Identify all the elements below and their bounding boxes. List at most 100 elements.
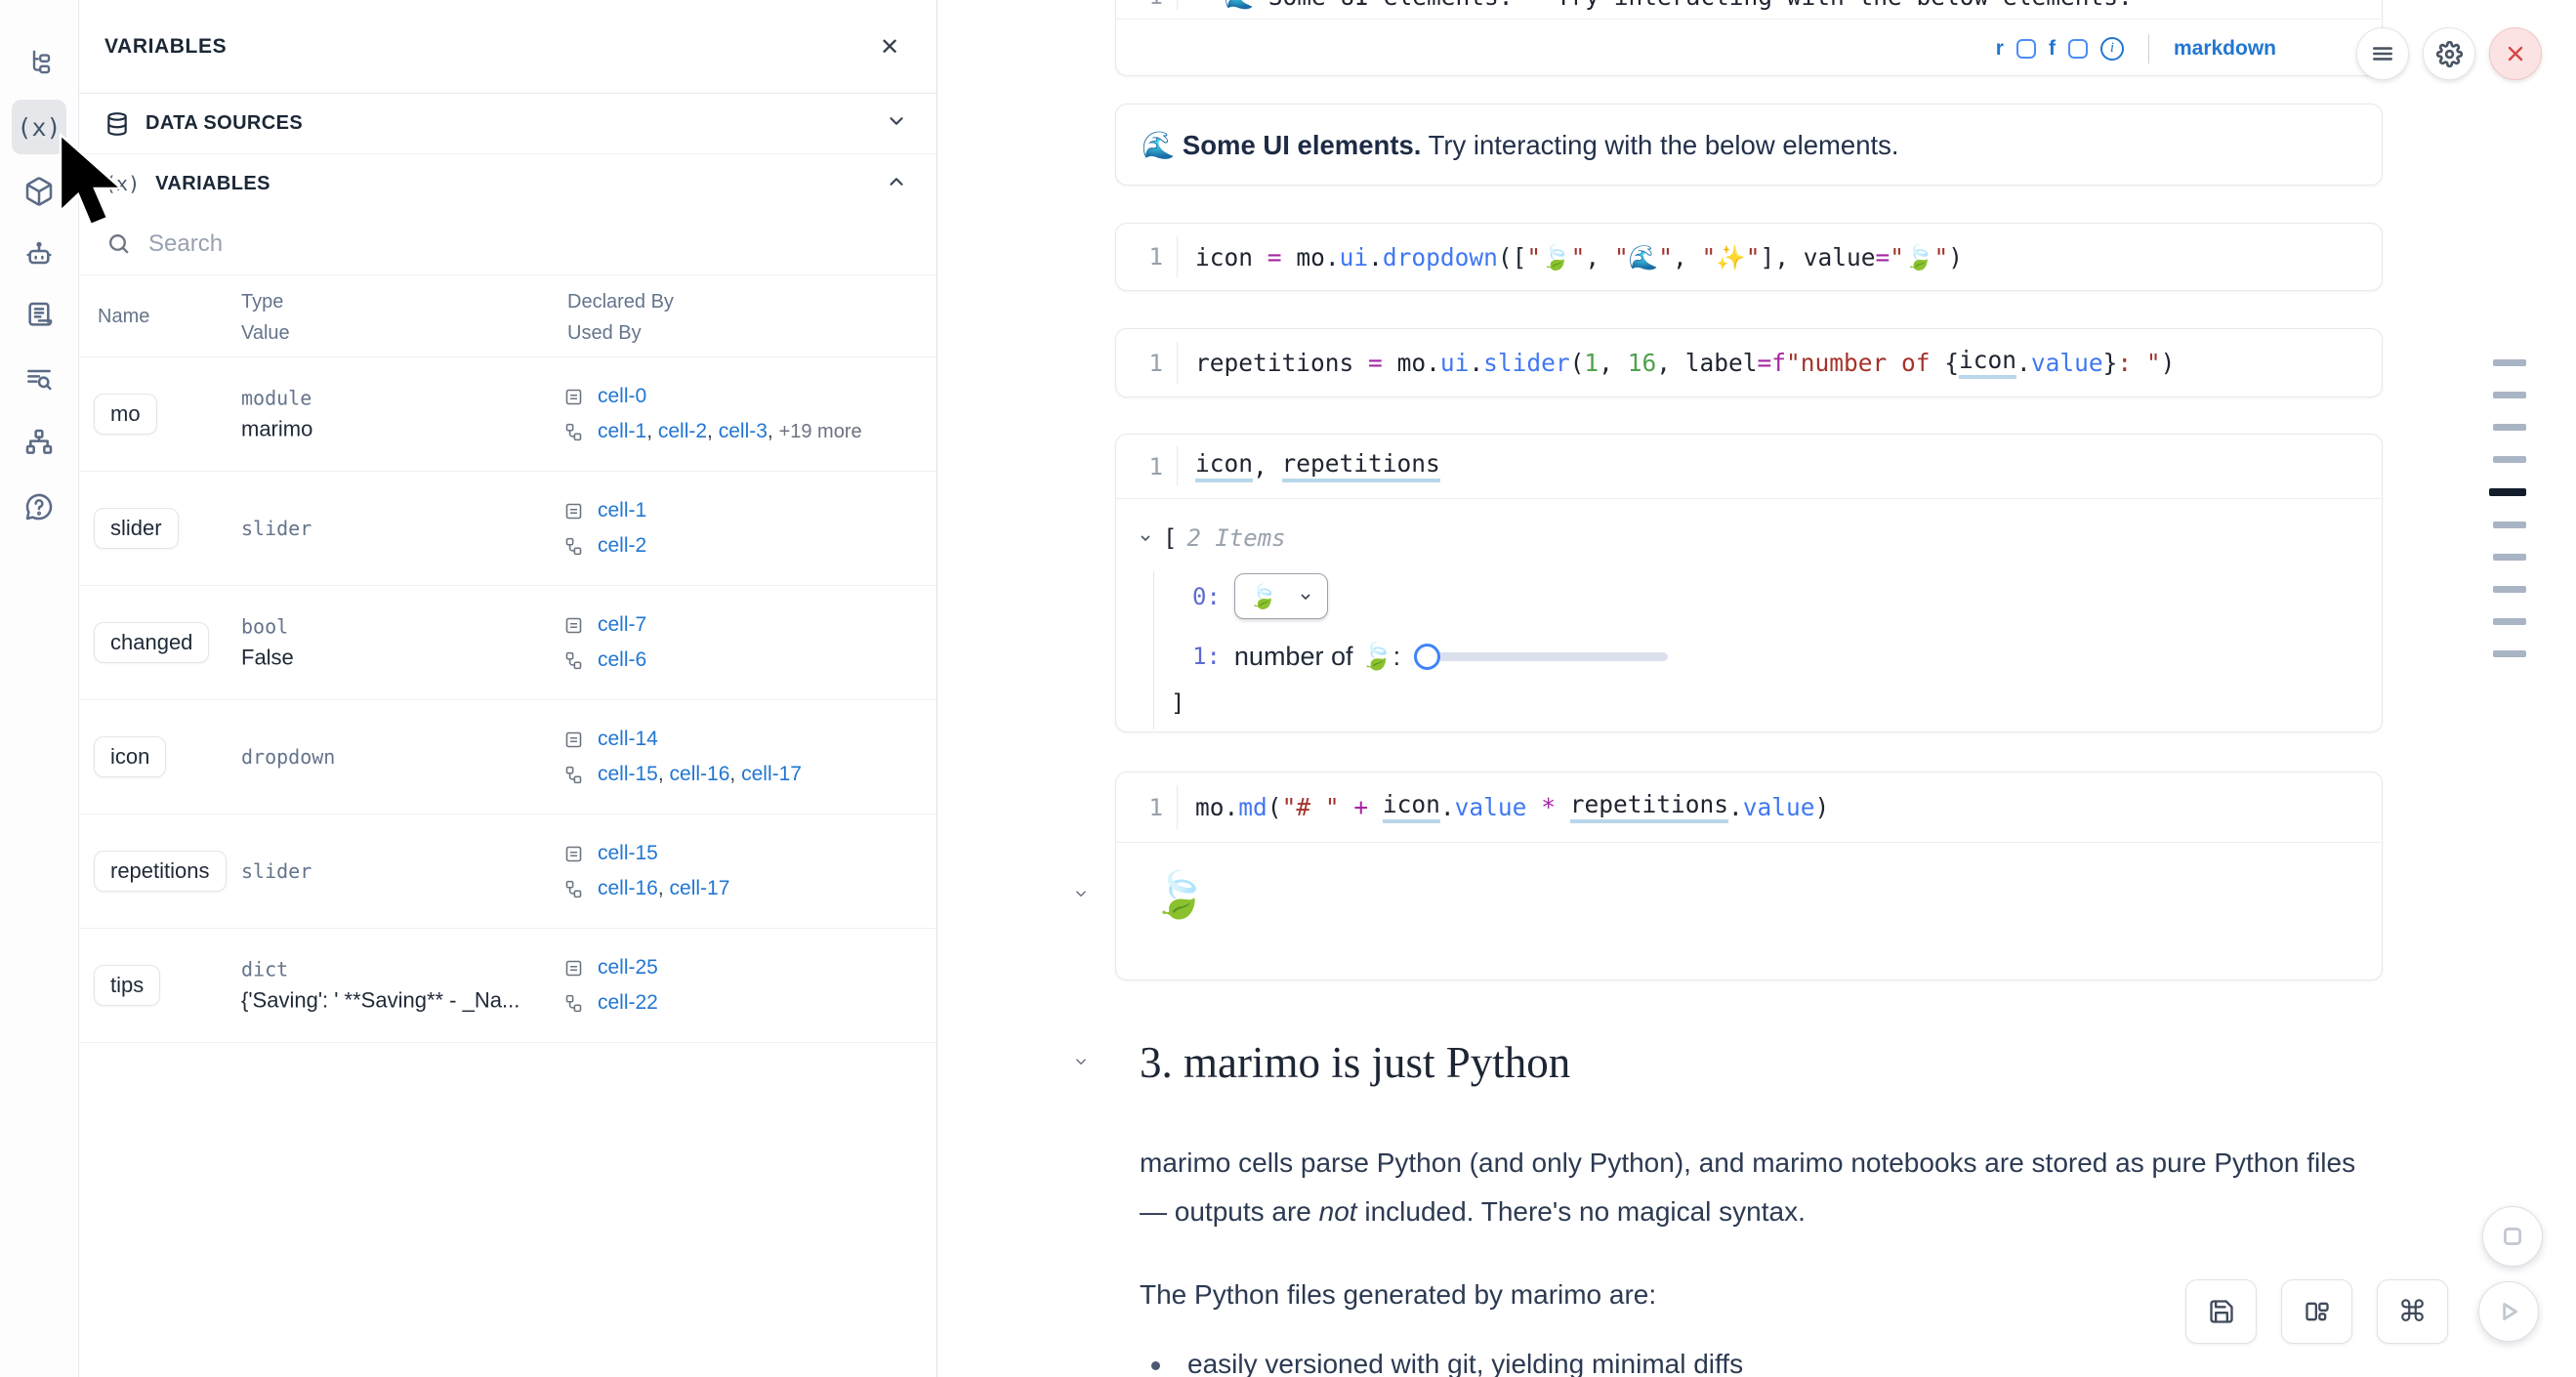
minimap-marker[interactable]	[2493, 586, 2526, 593]
type-value-cell: module marimo	[241, 387, 312, 442]
heading-output: 🍃	[1151, 869, 1208, 920]
variable-name-pill[interactable]: repetitions	[94, 851, 227, 892]
search-input[interactable]	[148, 230, 734, 258]
variables-icon[interactable]: (x)	[12, 100, 66, 154]
packages-icon[interactable]	[12, 164, 66, 219]
used-by-line: cell-15, cell-16, cell-17	[563, 763, 802, 786]
minimap-marker[interactable]	[2493, 554, 2526, 561]
line-number: 1	[1148, 793, 1163, 821]
minimap-marker[interactable]	[2493, 359, 2526, 366]
type-value-cell: bool False	[241, 615, 294, 671]
dropdown-select[interactable]: 🍃	[1233, 573, 1328, 619]
declared-by-links: cell-0	[598, 385, 646, 408]
cell-link[interactable]: cell-16	[598, 877, 658, 899]
cell-link[interactable]: cell-17	[669, 877, 730, 899]
table-row: changed bool False cell-7 cell-6	[79, 586, 936, 700]
dependency-graph-icon[interactable]	[12, 415, 66, 470]
variables-table: mo module marimo cell-0 cell-1, cell-2, …	[79, 357, 936, 1043]
data-sources-label: DATA SOURCES	[145, 112, 304, 134]
cell-link[interactable]: cell-7	[598, 613, 647, 636]
minimap-marker[interactable]	[2493, 618, 2526, 625]
chevron-up-icon[interactable]	[886, 171, 907, 197]
output-collapse-chevron[interactable]	[1072, 885, 1090, 907]
cell-link[interactable]: cell-6	[598, 648, 647, 671]
shutdown-button[interactable]	[2489, 27, 2542, 80]
tree-collapse-icon[interactable]	[1138, 524, 1153, 552]
cell-link[interactable]: cell-16	[669, 763, 730, 785]
menu-button[interactable]	[2356, 27, 2409, 80]
run-button[interactable]	[2478, 1281, 2539, 1342]
layout-button[interactable]	[2281, 1279, 2352, 1344]
variable-type: dropdown	[241, 745, 336, 769]
text-search-icon[interactable]	[12, 352, 66, 406]
code-editor[interactable]: 1 repetitions = mo.ui.slider(1, 16, labe…	[1116, 329, 2382, 396]
code-editor[interactable]: 1 **🌊 Some UI elements.** Try interactin…	[1116, 0, 2382, 19]
slider-control[interactable]	[1414, 643, 1669, 670]
file-explorer-icon[interactable]	[12, 35, 66, 90]
save-button[interactable]	[2185, 1279, 2257, 1344]
minimap-marker[interactable]	[2493, 456, 2526, 463]
minimap-marker[interactable]	[2493, 392, 2526, 398]
variable-name-pill[interactable]: tips	[94, 965, 161, 1006]
minimap-marker[interactable]	[2493, 650, 2526, 657]
minimap-marker[interactable]	[2489, 488, 2526, 496]
slider-handle[interactable]	[1414, 643, 1441, 670]
panel-header: VARIABLES ✕	[79, 0, 936, 94]
cell-link[interactable]: cell-15	[598, 842, 658, 864]
bracket-close: ]	[1171, 689, 1185, 717]
declared-used-cell: cell-25 cell-22	[563, 956, 658, 1015]
minimap-marker[interactable]	[2493, 522, 2526, 528]
reactive-checkbox[interactable]	[2015, 38, 2036, 59]
slider-label: number of 🍃:	[1233, 642, 1401, 671]
cell-link[interactable]: cell-2	[657, 420, 708, 442]
language-toggle[interactable]: markdown	[2173, 36, 2276, 60]
help-icon[interactable]	[12, 480, 66, 534]
chevron-down-icon[interactable]	[886, 110, 907, 137]
format-checkbox[interactable]	[2067, 38, 2088, 59]
cell-link[interactable]: cell-0	[598, 385, 647, 407]
variable-name-pill[interactable]: mo	[94, 394, 157, 435]
code-editor[interactable]: 1 icon, repetitions	[1116, 435, 2382, 499]
cell-link[interactable]: cell-22	[598, 991, 658, 1014]
variable-name-pill[interactable]: changed	[94, 622, 210, 663]
table-row: icon dropdown cell-14 cell-15, cell-16, …	[79, 700, 936, 814]
code-editor[interactable]: 1 mo.md("# " + icon.value * repetitions.…	[1116, 772, 2382, 843]
link-icon	[565, 766, 582, 783]
table-row: repetitions slider cell-15 cell-16, cell…	[79, 814, 936, 929]
slider-track[interactable]	[1436, 651, 1669, 661]
variables-section[interactable]: (x) VARIABLES	[79, 154, 936, 213]
line-number: 1	[1116, 0, 1163, 10]
declared-used-cell: cell-0 cell-1, cell-2, cell-3, +19 more	[563, 385, 862, 443]
variable-name-pill[interactable]: icon	[94, 736, 167, 777]
logs-icon[interactable]	[12, 288, 66, 343]
section-collapse-chevron[interactable]	[1072, 1053, 1090, 1075]
settings-button[interactable]	[2423, 27, 2475, 80]
cell-link[interactable]: cell-1	[598, 420, 647, 442]
data-sources-section[interactable]: DATA SOURCES	[79, 94, 936, 154]
close-icon[interactable]: ✕	[879, 33, 900, 61]
table-row: slider slider cell-1 cell-2	[79, 472, 936, 586]
stop-button[interactable]	[2482, 1206, 2543, 1267]
cell-link[interactable]: cell-25	[598, 956, 658, 979]
minimap-marker[interactable]	[2493, 424, 2526, 431]
cell-link[interactable]: cell-2	[598, 534, 647, 557]
cell-markdown-output[interactable]: 🌊 Some UI elements. Try interacting with…	[1115, 104, 2383, 186]
ai-assistant-icon[interactable]	[12, 228, 66, 282]
shortcuts-button[interactable]: ⌘	[2377, 1279, 2448, 1344]
info-icon[interactable]: i	[2099, 36, 2124, 61]
cell-link[interactable]: cell-17	[741, 763, 802, 785]
cell-link[interactable]: cell-3	[718, 420, 768, 442]
variable-name-pill[interactable]: slider	[94, 508, 179, 549]
variable-type: slider	[241, 859, 312, 883]
chevron-down-icon	[1301, 593, 1310, 600]
table-row: mo module marimo cell-0 cell-1, cell-2, …	[79, 357, 936, 472]
type-value-cell: slider	[241, 859, 312, 883]
code-editor[interactable]: 1 icon = mo.ui.dropdown(["🍃", "🌊", "✨"],…	[1116, 224, 2382, 290]
cell-link[interactable]: cell-15	[598, 763, 658, 785]
cell-link[interactable]: cell-1	[598, 499, 647, 522]
para-line-2-post: included. There's no magical syntax.	[1356, 1196, 1806, 1227]
type-value-cell: dict {'Saving': ' **Saving** - _Na...	[241, 958, 519, 1014]
cell-link[interactable]: cell-14	[598, 728, 658, 750]
declared-by-links: cell-14	[598, 728, 658, 751]
